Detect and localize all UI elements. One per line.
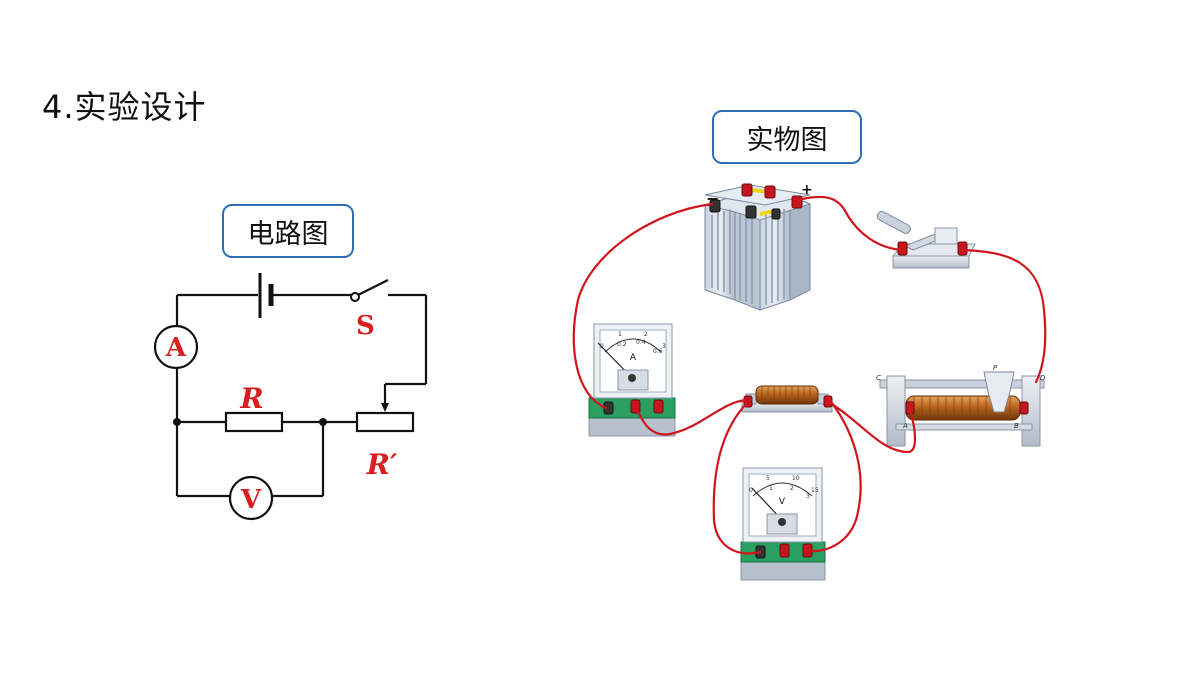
rheostat-terminal-a: A bbox=[902, 422, 908, 430]
knife-switch-icon bbox=[876, 210, 976, 269]
voltmeter-symbol bbox=[228, 475, 274, 521]
battery-pos-label: + bbox=[801, 182, 813, 198]
switch-label: S bbox=[356, 311, 375, 341]
voltmeter-scale-0: 0 bbox=[749, 487, 753, 494]
voltmeter-unit: V bbox=[779, 497, 786, 507]
connecting-wires bbox=[572, 195, 1047, 555]
ammeter-unit: A bbox=[630, 353, 637, 363]
battery-symbol bbox=[258, 273, 274, 318]
ammeter-symbol bbox=[153, 324, 199, 370]
ammeter-scale-3: 3 bbox=[662, 343, 666, 350]
voltmeter-scale-10: 10 bbox=[792, 475, 800, 482]
rheostat-terminal-p: P bbox=[993, 364, 998, 372]
circuit-schematic bbox=[175, 293, 428, 498]
voltmeter-label: V bbox=[240, 485, 262, 515]
rheostat-symbol bbox=[355, 403, 415, 433]
rheostat-terminal-b: B bbox=[1014, 422, 1019, 430]
ammeter-scale-06: 0.6 bbox=[653, 348, 663, 355]
ammeter-scale-0: 0 bbox=[600, 343, 604, 350]
voltmeter-scale-15: 15 bbox=[811, 487, 819, 494]
rheostat-terminal-d: D bbox=[1040, 374, 1046, 382]
ammeter-device-icon: A 0 1 2 3 0.2 0.4 0.6 bbox=[588, 323, 676, 437]
voltmeter-scale-3: 3 bbox=[806, 493, 810, 500]
voltmeter-scale-1: 1 bbox=[769, 485, 773, 492]
resistor-coil-icon bbox=[741, 385, 833, 413]
voltmeter-scale-2: 2 bbox=[790, 485, 794, 492]
circuit-diagram-label: 电路图 bbox=[222, 204, 354, 258]
junction-dots bbox=[173, 418, 327, 426]
battery-pack-icon: − + bbox=[703, 182, 813, 311]
real-diagram-label: 实物图 bbox=[712, 110, 862, 164]
page-title: 4.实验设计 bbox=[42, 88, 207, 126]
resistor-symbol bbox=[224, 411, 284, 433]
resistor-label: R bbox=[239, 382, 263, 415]
voltmeter-scale-5: 5 bbox=[766, 475, 770, 482]
ammeter-scale-1: 1 bbox=[618, 331, 622, 338]
rheostat-label: R′ bbox=[366, 448, 398, 481]
switch-symbol bbox=[350, 279, 389, 302]
ammeter-scale-02: 0.2 bbox=[617, 341, 627, 348]
sliding-rheostat-icon: C D A B P bbox=[876, 364, 1046, 447]
ammeter-label: A bbox=[165, 333, 187, 363]
ammeter-scale-04: 0.4 bbox=[636, 339, 646, 346]
voltmeter-device-icon: V 0 5 10 15 1 2 3 bbox=[740, 467, 826, 581]
rheostat-terminal-c: C bbox=[876, 374, 881, 382]
ammeter-scale-2: 2 bbox=[644, 331, 648, 338]
